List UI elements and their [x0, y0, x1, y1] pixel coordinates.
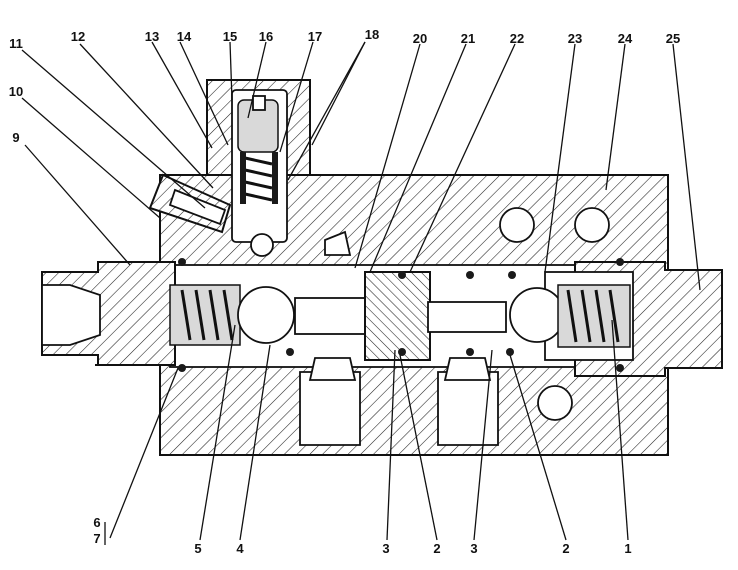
callout-15: 15: [223, 29, 237, 44]
center-spool: [294, 271, 507, 361]
callout-2: 2: [433, 541, 440, 556]
callout-11: 11: [9, 36, 23, 51]
callout-25: 25: [666, 31, 680, 46]
callout-17: 17: [308, 29, 322, 44]
callout-7: 7: [93, 531, 100, 546]
cross-holes: [499, 207, 610, 421]
pin: [324, 230, 352, 256]
seal-rings: [178, 258, 624, 372]
callout-10: 10: [9, 84, 23, 99]
callout-21: 21: [461, 31, 475, 46]
left-ball: [237, 286, 295, 344]
callout-9: 9: [12, 130, 19, 145]
callout-16: 16: [259, 29, 273, 44]
inlet-fitting: [41, 261, 176, 366]
callout-22: 22: [510, 31, 524, 46]
upper-ball: [250, 233, 274, 257]
callout-13: 13: [145, 29, 159, 44]
right-ball: [509, 287, 565, 343]
lower-ports: [299, 357, 499, 446]
relief-spring: [240, 152, 278, 204]
callout-labels: 1 2 2 3 3 4 5 6 7 9 10 11 12 13 14 15 16…: [9, 27, 680, 556]
callout-2: 2: [562, 541, 569, 556]
angled-screw: [148, 173, 232, 234]
callout-23: 23: [568, 31, 582, 46]
right-spring: [557, 284, 631, 348]
callout-6: 6: [93, 515, 100, 530]
callout-4: 4: [236, 541, 244, 556]
callout-18: 18: [365, 27, 379, 42]
callout-24: 24: [618, 31, 633, 46]
callout-20: 20: [413, 31, 427, 46]
callout-5: 5: [194, 541, 201, 556]
left-spring: [169, 284, 241, 346]
leader-lines: [21, 41, 701, 545]
callout-1: 1: [624, 541, 631, 556]
callout-3: 3: [382, 541, 389, 556]
callout-12: 12: [71, 29, 85, 44]
callout-14: 14: [177, 29, 192, 44]
callout-3: 3: [470, 541, 477, 556]
